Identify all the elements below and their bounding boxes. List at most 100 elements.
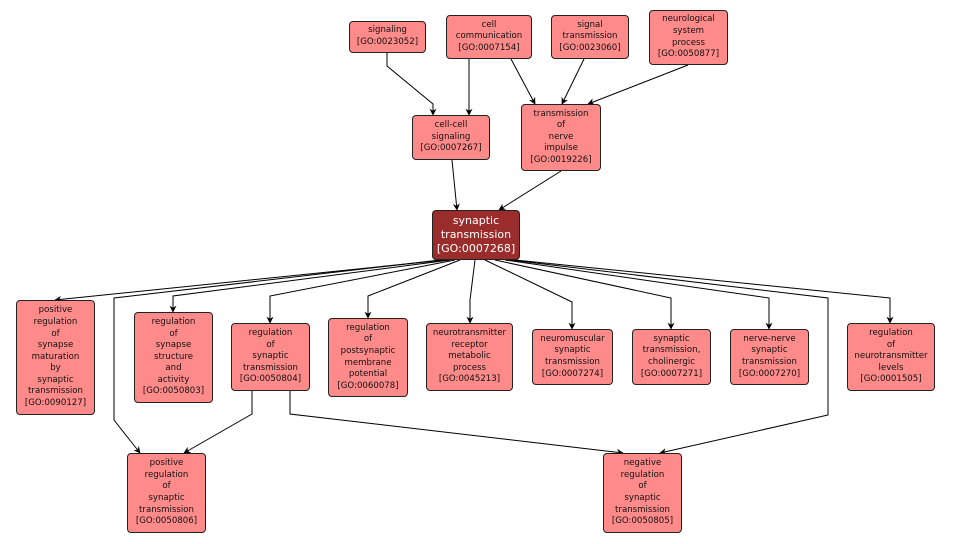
node-label-line: nerve [548, 131, 574, 142]
node-label-line: membrane [344, 357, 392, 368]
node-label-line: [GO:0007268] [436, 242, 516, 255]
node-label-line: [GO:0001505] [860, 374, 922, 385]
node-label-line: negative [623, 458, 662, 469]
node-label-line: signaling [368, 25, 407, 36]
node-label-line: [GO:0060078] [337, 380, 399, 391]
node-label-line: regulation [346, 322, 390, 333]
node-label-line: neuromuscular [540, 333, 605, 344]
node-label-line: synaptic [452, 214, 500, 227]
node-label-line: [GO:0023052] [356, 37, 419, 47]
node-label-line: transmission [440, 228, 512, 241]
node-label-line: synaptic [37, 374, 74, 385]
node-label-line: transmission, [642, 345, 701, 356]
node-label-line: [GO:0050803] [142, 386, 205, 397]
edge-cell-communication-to-transmission-of-nerve-impulse [510, 58, 536, 105]
node-label-line: metabolic [448, 351, 491, 362]
node-label-line: synaptic [554, 345, 591, 356]
node-label-line: [GO:0007154] [458, 42, 520, 53]
node-label-line: [GO:0007271] [640, 368, 703, 379]
edge-signal-transmission-to-transmission-of-nerve-impulse [561, 58, 585, 105]
edge-synaptic-transmission-to-cholinergic [494, 259, 675, 330]
node-label-line: transmission [139, 504, 194, 515]
node-label-line: [GO:0007267] [420, 143, 482, 154]
node-label-line: of [266, 339, 275, 350]
edge-synaptic-transmission-to-reg-synaptic-transmission [266, 259, 456, 324]
node-label-line: [GO:0050806] [135, 516, 198, 527]
node-label-line: neurotransmitter [854, 351, 928, 362]
node-label-line: synapse [155, 340, 192, 351]
node-label-line: [GO:0050804] [239, 374, 302, 385]
node-label-line: potential [348, 369, 388, 380]
node-label-line: of [169, 328, 178, 339]
node-label-line: cholinergic [648, 357, 695, 367]
node-signaling[interactable]: signaling[GO:0023052] [349, 21, 426, 53]
node-label-line: regulation [869, 328, 913, 339]
node-label-line: of [886, 339, 896, 350]
node-label-line: structure [154, 351, 193, 362]
node-label-line: [GO:0090127] [24, 398, 87, 409]
edge-neurological-system-process-to-transmission-of-nerve-impulse [587, 64, 689, 105]
node-label-line: neurotransmitter [432, 328, 507, 339]
node-label-line: transmission [28, 386, 83, 397]
node-label-line: signal [577, 19, 603, 30]
node-label-line: regulation [151, 316, 196, 327]
node-label-line: transmission [533, 108, 589, 119]
node-label-line: postsynaptic [340, 345, 396, 356]
node-label-line: regulation [248, 328, 293, 339]
node-label-line: transmission [243, 362, 298, 373]
node-label-line: [GO:0007270] [738, 368, 801, 379]
node-label-line: of [556, 120, 566, 131]
node-label-line: signaling [431, 131, 471, 142]
edge-transmission-of-nerve-impulse-to-synaptic-transmission [498, 170, 562, 211]
node-label-line: nerve-nerve [743, 333, 796, 344]
node-label-line: regulation [144, 469, 189, 480]
node-label-line: regulation [33, 316, 78, 327]
node-label-line: positive [149, 458, 184, 469]
node-label-line: synaptic [653, 333, 690, 344]
node-label-line: of [363, 334, 373, 345]
edge-synaptic-transmission-to-nerve-nerve [504, 259, 773, 330]
node-label-line: [GO:0050877] [657, 49, 720, 60]
node-label-line: of [638, 481, 647, 492]
node-label-line: synaptic [148, 493, 185, 503]
node-label-line: levels [878, 362, 904, 373]
node-label-line: by [50, 363, 61, 374]
edge-cell-cell-signaling-to-synaptic-transmission [451, 159, 460, 211]
node-label-line: of [51, 328, 60, 339]
node-label-line: synaptic [252, 351, 289, 362]
node-label-line: transmission [545, 357, 600, 367]
node-label-line: synaptic [751, 345, 788, 356]
node-label-line: of [162, 481, 171, 492]
edge-reg-synaptic-transmission-to-pos-reg-synaptic-transmission [183, 391, 253, 454]
node-label-line: impulse [544, 143, 578, 154]
edge-synaptic-transmission-to-nt-receptor-metabolic [466, 259, 476, 324]
node-label-line: activity [157, 374, 190, 385]
node-label-line: process [671, 37, 706, 48]
node-label-line: transmission [562, 31, 618, 42]
node-label-line: transmission [615, 504, 670, 515]
node-label-line: transmission [742, 357, 797, 367]
node-label-line: system [672, 25, 705, 36]
node-label-line: cell [481, 19, 497, 30]
node-label-line: and [165, 363, 182, 374]
edge-signaling-to-cell-cell-signaling [386, 53, 437, 116]
node-label-line: receptor [451, 339, 488, 350]
node-label-line: cell-cell [434, 120, 468, 131]
